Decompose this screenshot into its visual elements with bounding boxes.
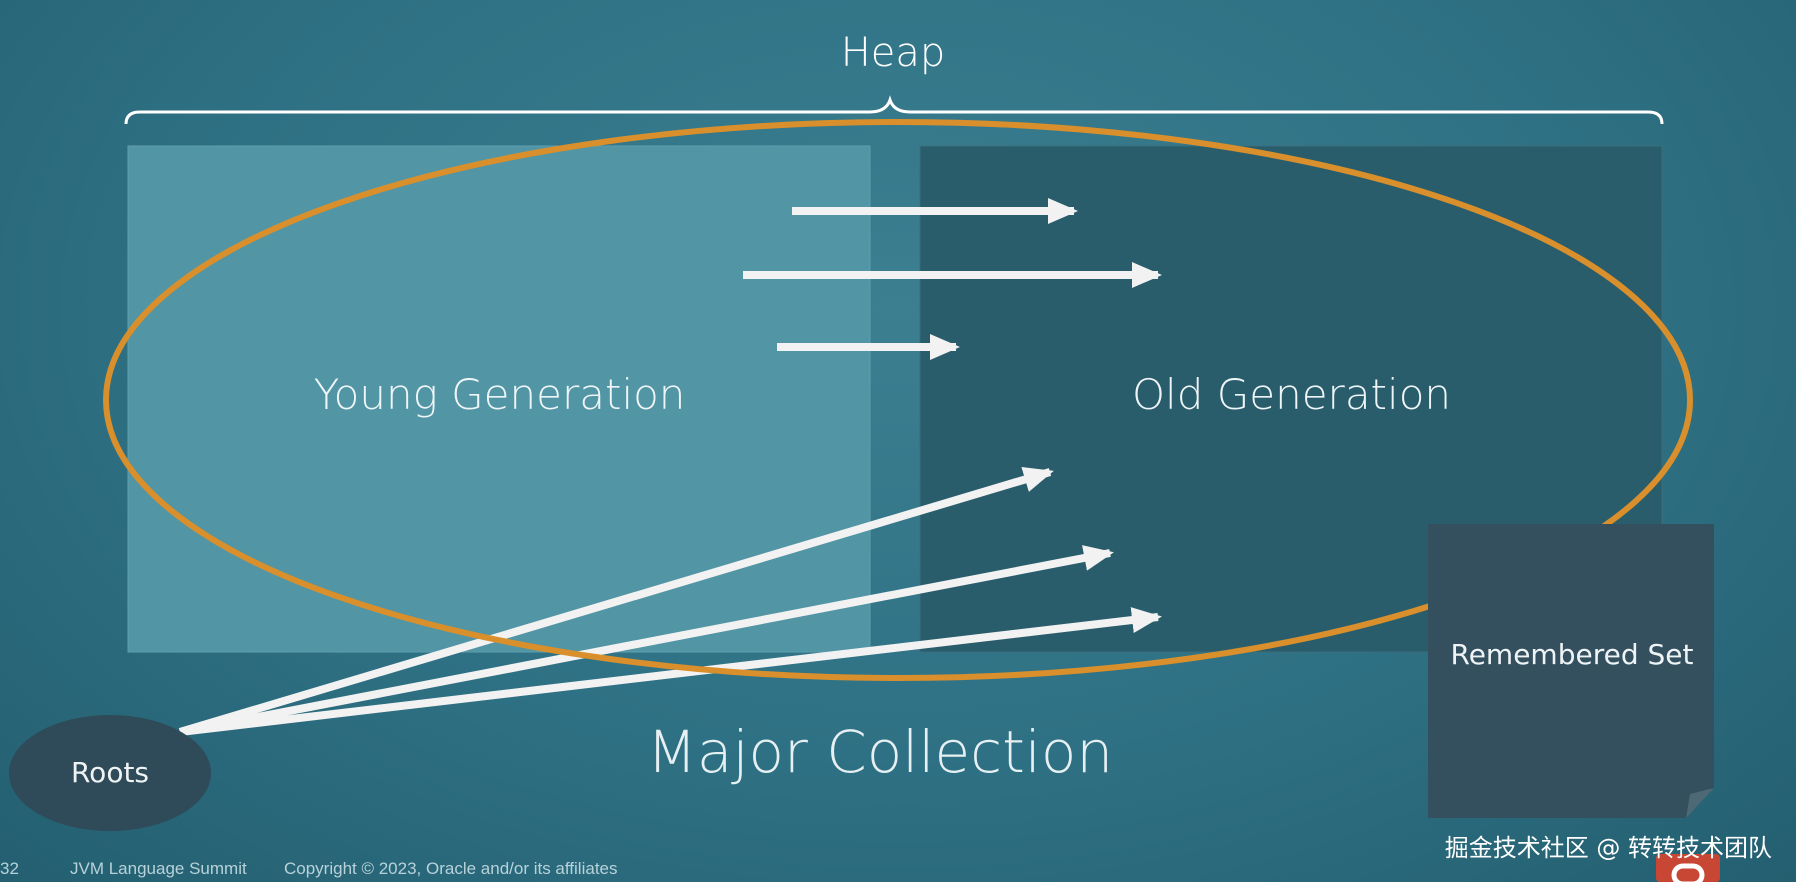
remembered-set-label: Remembered Set <box>1450 638 1694 671</box>
heap-label: Heap <box>840 30 946 76</box>
event-name: JVM Language Summit <box>70 859 247 878</box>
page-number: 32 <box>0 859 19 878</box>
young-generation-box <box>127 145 871 653</box>
root-reference-arrow <box>178 466 1054 736</box>
oracle-logo-mark <box>1671 863 1705 882</box>
roots-node <box>9 715 211 831</box>
major-collection-ellipse <box>103 119 1693 681</box>
copyright-notice: Copyright © 2023, Oracle and/or its affi… <box>284 859 618 878</box>
slide-title: Major Collection <box>646 718 1114 786</box>
heap-brace <box>124 95 1664 125</box>
old-generation-label: Old Generation <box>1131 370 1452 419</box>
remembered-set-page-curl <box>1686 788 1714 818</box>
root-reference-arrow <box>179 607 1162 736</box>
watermark: 掘金技术社区 @ 转转技术团队 <box>1444 834 1772 862</box>
young-generation-label: Young Generation <box>313 370 686 419</box>
root-reference-arrow <box>179 545 1114 736</box>
remembered-set-node <box>1428 524 1714 818</box>
roots-label: Roots <box>70 756 150 789</box>
